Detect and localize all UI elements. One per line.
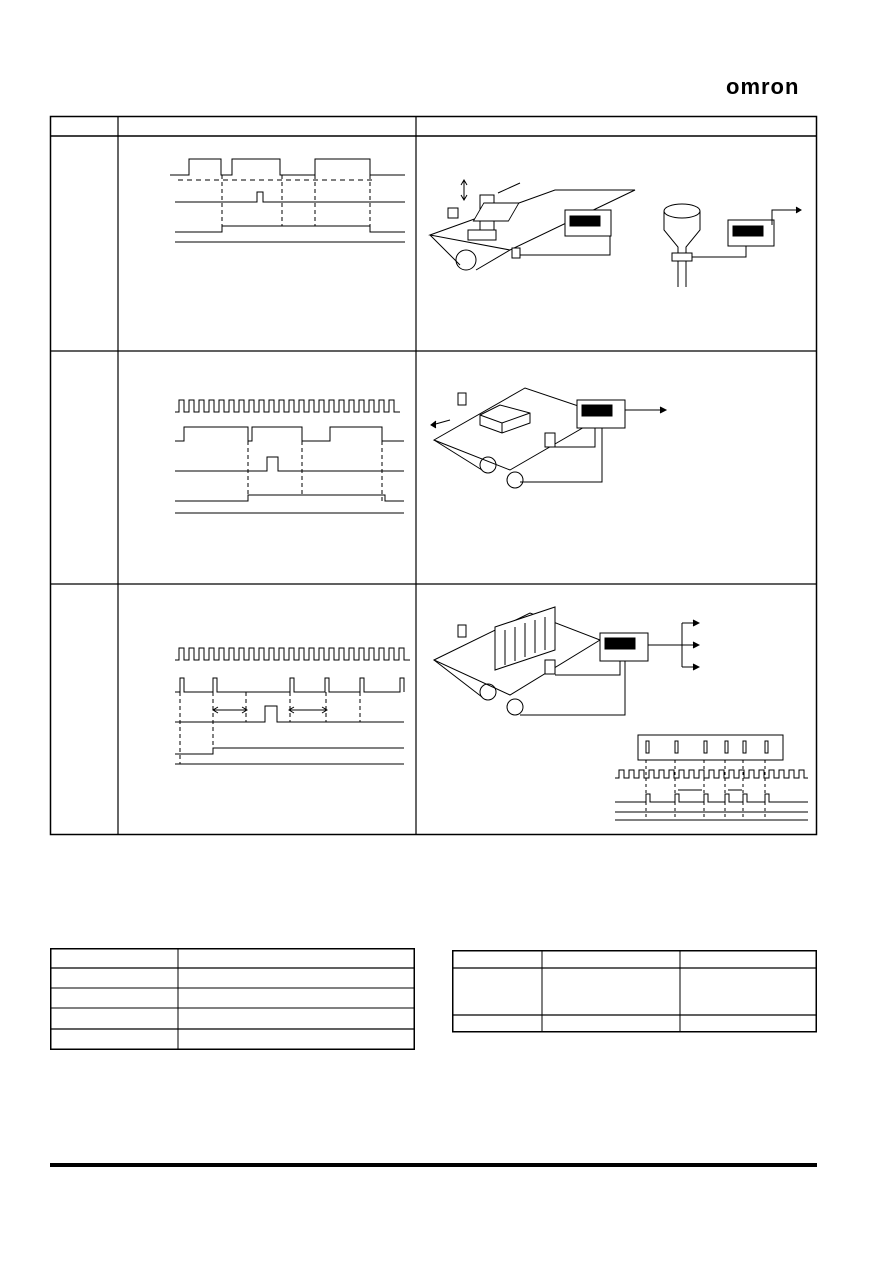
sensor-icon — [457, 624, 467, 638]
conveyor-illustration-row1 — [428, 179, 802, 287]
conveyor-illustration-row2 — [430, 387, 668, 489]
timing-chart-row1 — [170, 158, 405, 243]
specs-table-left — [50, 948, 415, 1050]
footer-rule — [50, 1163, 817, 1167]
specs-table-right — [452, 950, 817, 1033]
conveyor-illustration-row3 — [432, 606, 700, 716]
inset-timing-chart — [615, 734, 808, 821]
omron-logo: omron — [726, 74, 800, 99]
counter-device-icon — [564, 209, 612, 237]
hopper-icon — [663, 203, 701, 287]
sensor-icon — [457, 392, 467, 406]
timing-chart-row2 — [175, 399, 404, 514]
counter-device-icon — [576, 399, 626, 429]
counter-device-icon — [727, 219, 775, 247]
counter-device-icon — [599, 632, 649, 662]
timing-chart-row3 — [175, 647, 410, 765]
